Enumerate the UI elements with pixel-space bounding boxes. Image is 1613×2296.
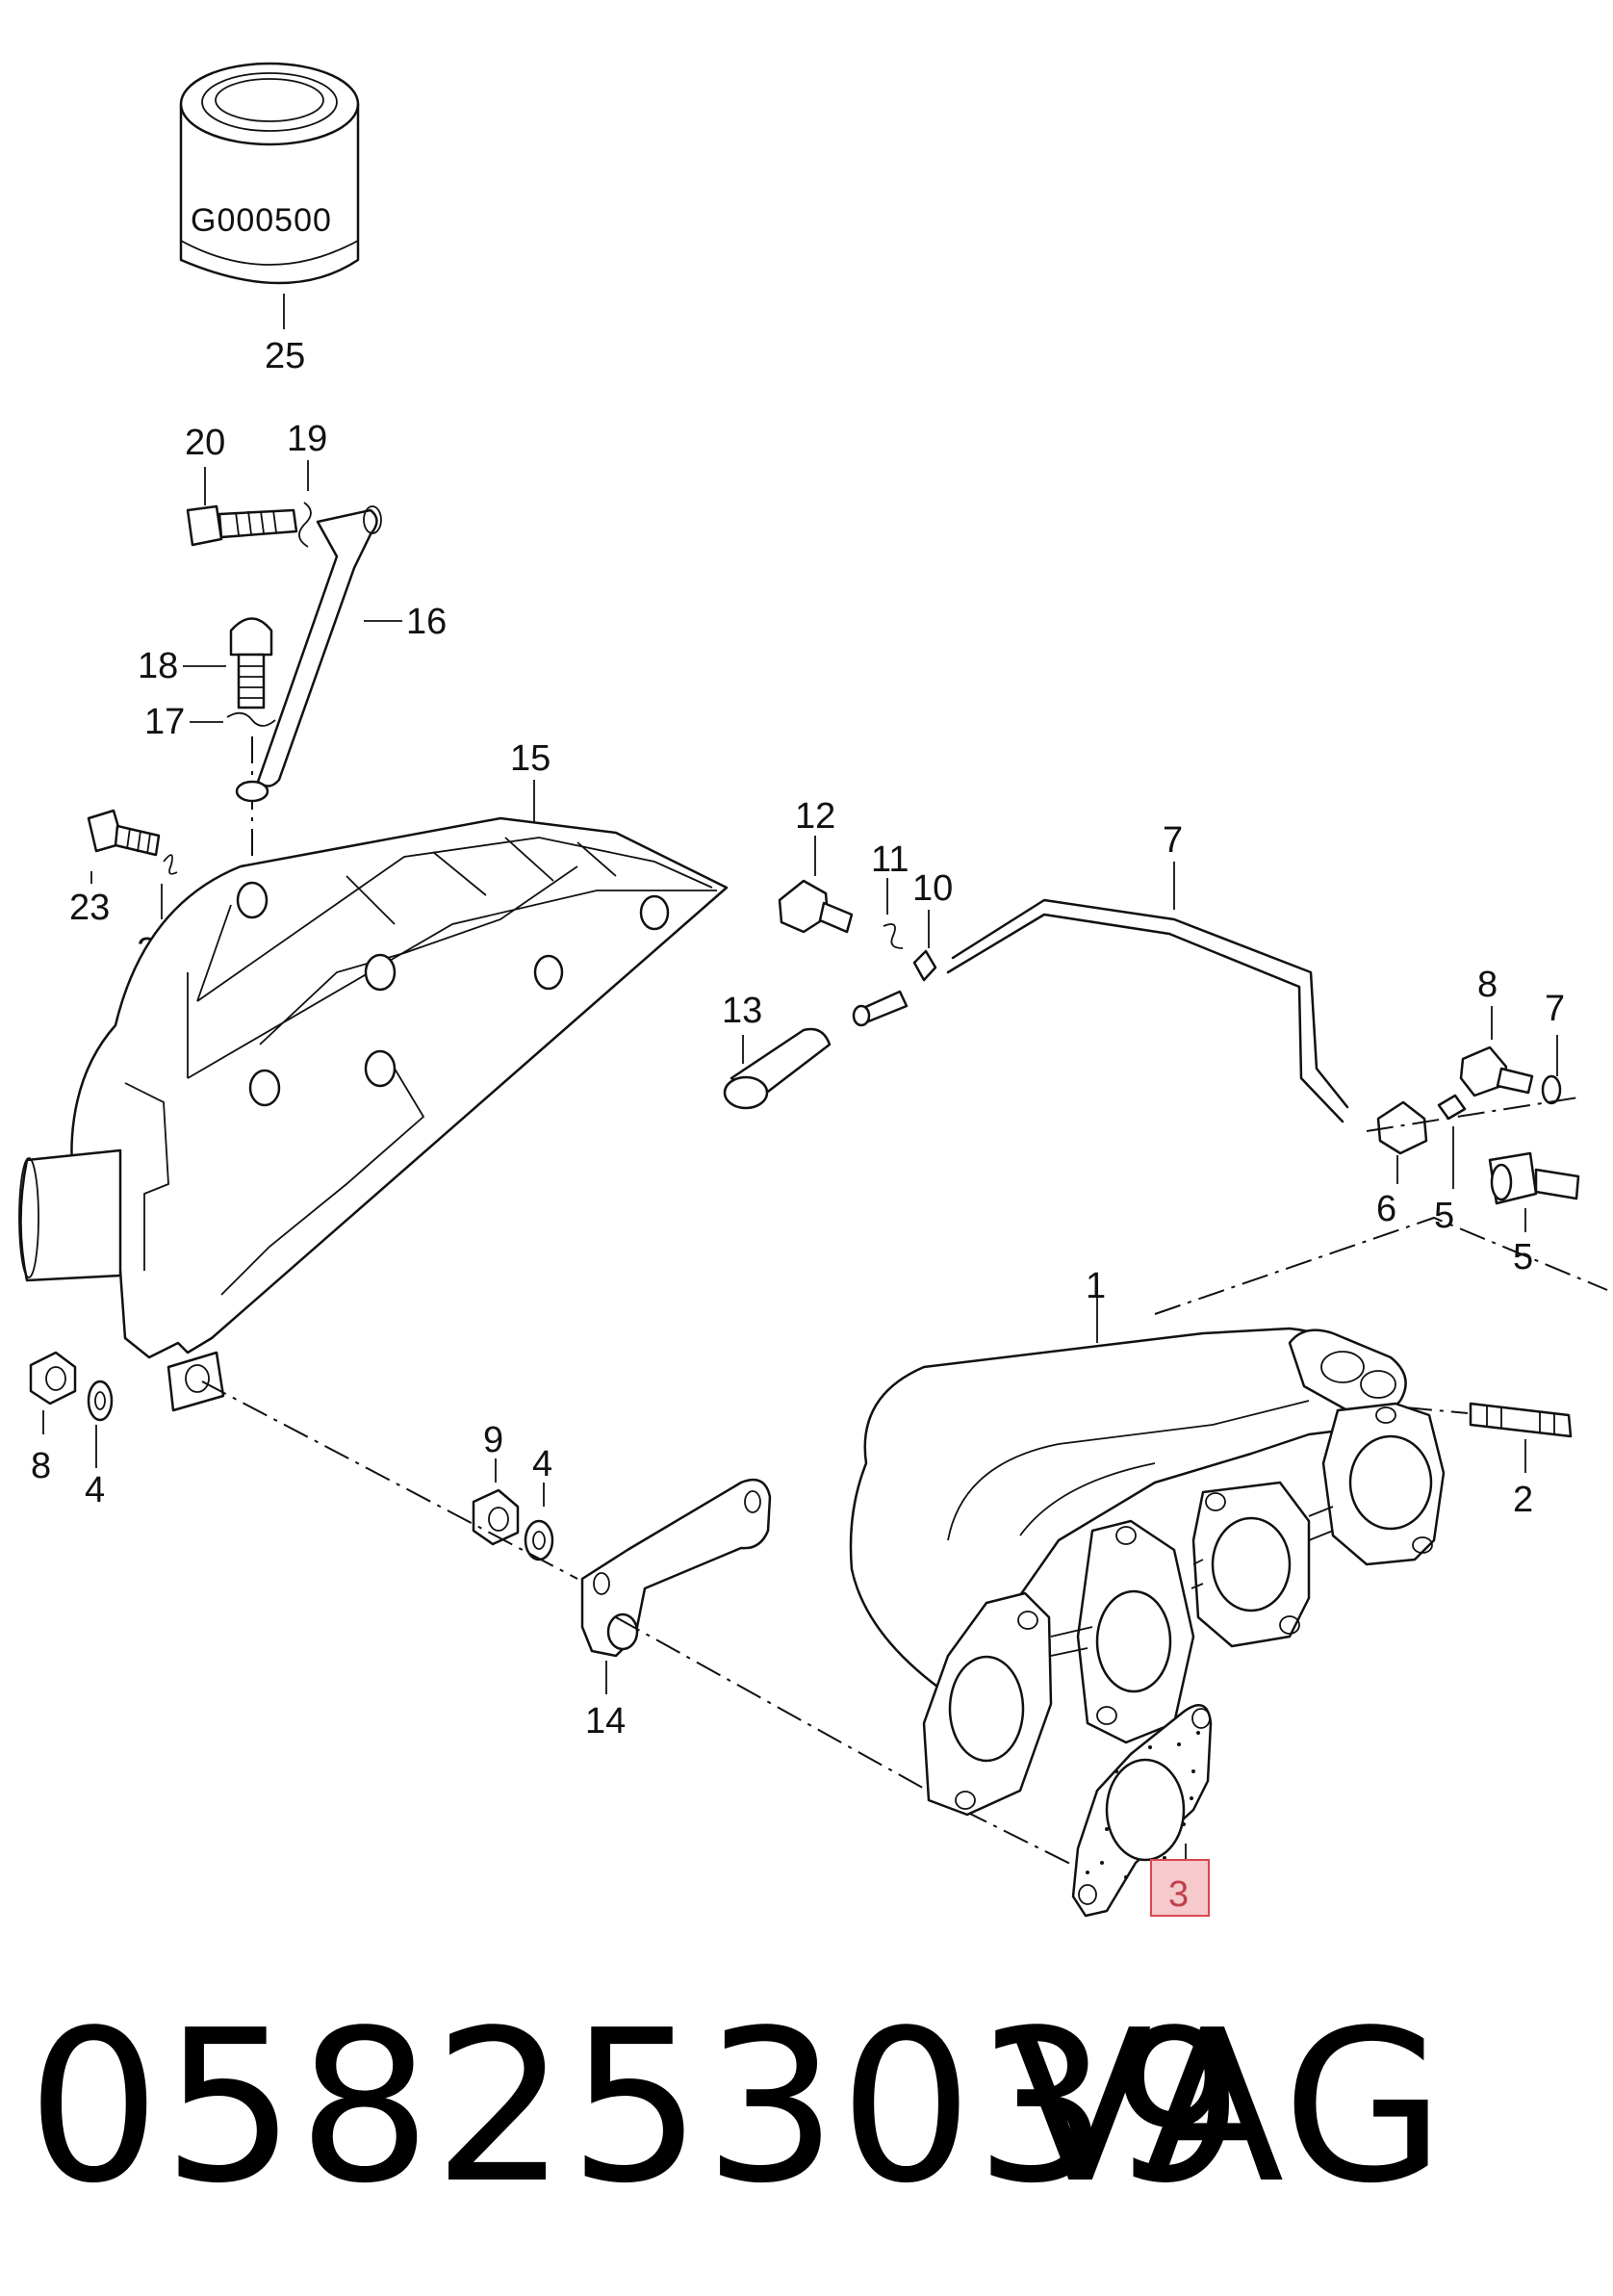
bracket-17 <box>580 1478 772 1658</box>
footer: 058253039 VAG <box>27 1964 1586 2253</box>
callout-15: 13 <box>722 991 762 1031</box>
brand-name: VAG <box>1009 1986 1447 2230</box>
pin-15 <box>723 990 909 1110</box>
nut-11 <box>1376 1100 1428 1155</box>
callout-1-label: 1 <box>1086 1266 1106 1306</box>
callout-14: 12 <box>795 796 835 837</box>
part-number: 058253039 <box>27 1986 1246 2230</box>
filter-label: G000500 <box>191 202 332 239</box>
callout-4-middle: 4 <box>532 1444 552 1484</box>
bolt-20 <box>229 617 273 709</box>
ferrule-10 <box>1437 1094 1467 1121</box>
callout-16: 15 <box>510 738 550 779</box>
callout-8-label: 8 <box>1477 965 1498 1005</box>
heat-shield-16 <box>18 816 729 1412</box>
callout-18: 16 <box>406 602 447 642</box>
callout-5-middle: 9 <box>483 1420 503 1460</box>
stud-2 <box>1469 1402 1573 1438</box>
fitting-6 <box>1488 1151 1580 1205</box>
callout-20: 18 <box>138 646 178 686</box>
callout-25: 25 <box>265 336 305 376</box>
callout-24: 23 <box>69 888 110 928</box>
callout-4-left: 4 <box>85 1470 105 1510</box>
bolt-22 <box>186 504 298 547</box>
callout-10: 5 <box>1434 1196 1454 1236</box>
callout-22: 20 <box>185 423 225 463</box>
callout-2: 2 <box>1513 1480 1533 1520</box>
callout-11: 6 <box>1376 1189 1396 1229</box>
callout-17: 14 <box>585 1701 626 1741</box>
filter-canister: G000500 <box>179 62 360 285</box>
callout-21: 19 <box>287 419 327 459</box>
callout-9: 7 <box>1163 820 1183 861</box>
bolt-14 <box>778 879 854 934</box>
nut-5-left <box>29 1351 77 1406</box>
callout-19: 17 <box>144 702 185 742</box>
callout-13: 11 <box>871 839 909 880</box>
bolt-8 <box>1459 1045 1534 1097</box>
washer-21 <box>298 502 312 548</box>
callout-3-highlight: 3 <box>1150 1859 1210 1917</box>
callout-7-label: 7 <box>1545 989 1565 1029</box>
exploded-parts-diagram: G000500 25 20 19 16 18 17 23 2 1 <box>18 62 1608 1918</box>
callout-12: 10 <box>912 868 953 909</box>
nut-5-middle <box>472 1488 520 1546</box>
exhaust-manifold-1 <box>849 1327 1446 1817</box>
callout-3: 3 <box>1168 1874 1189 1915</box>
gasket-3 <box>1071 1704 1213 1918</box>
callout-6: 5 <box>1513 1237 1533 1277</box>
washer-4-left <box>87 1380 114 1422</box>
callout-5-left: 8 <box>31 1446 51 1486</box>
bolt-24 <box>87 809 161 857</box>
